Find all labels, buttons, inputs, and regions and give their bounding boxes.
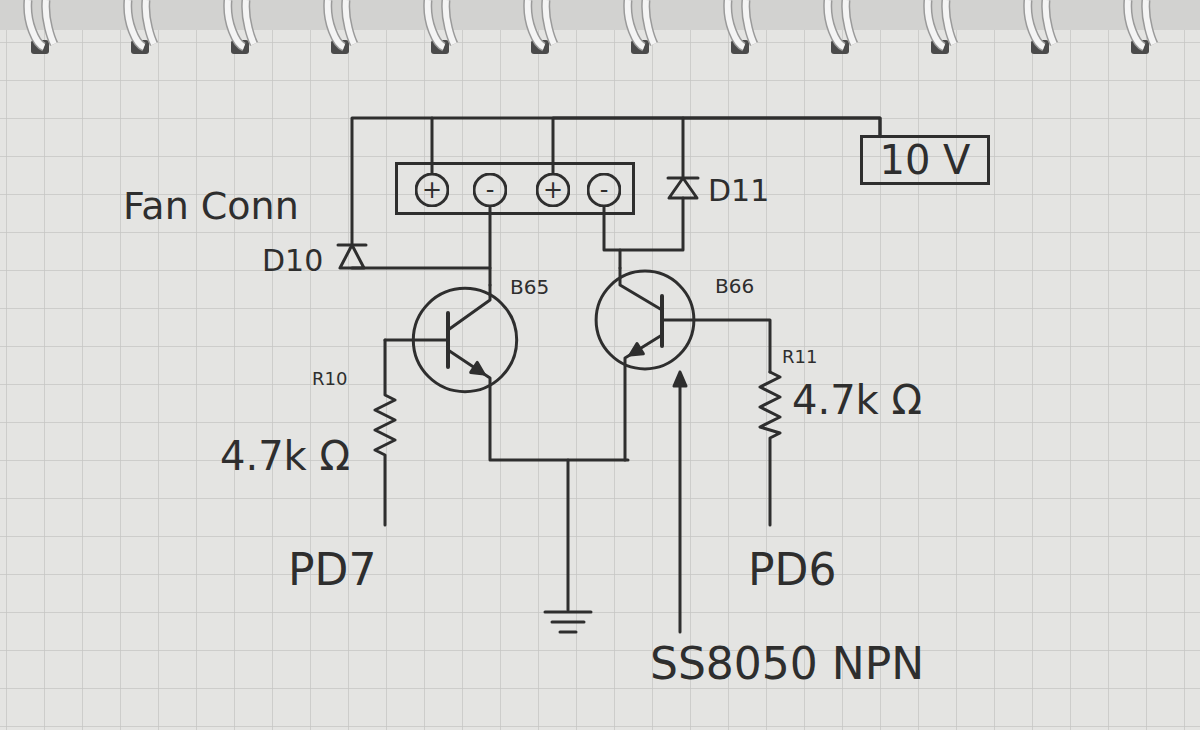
- pin-circle-outline: [537, 174, 569, 206]
- diode-name: D10: [262, 246, 323, 276]
- diode-symbol: [669, 178, 697, 198]
- binding-ring: [428, 0, 454, 54]
- pin-circle: +: [415, 173, 449, 207]
- transistor-circle-outline: [593, 268, 697, 372]
- transistor-emitter: [448, 350, 628, 460]
- pin-circle: -: [473, 173, 507, 207]
- resistor-symbol: [375, 340, 395, 525]
- flyback-wire: [352, 267, 490, 270]
- base-wire: [662, 320, 770, 372]
- emitter-arrow: [630, 344, 643, 356]
- leader-line: [679, 386, 682, 632]
- pin-circle: -: [587, 173, 621, 207]
- resistor-name: R10: [312, 370, 347, 388]
- binding-ring: [628, 0, 654, 54]
- node-heading: B66: [715, 276, 754, 296]
- text-holder: -: [473, 173, 507, 207]
- node-heading: Fan Conn: [123, 187, 299, 225]
- pin-name: PD6: [748, 548, 836, 592]
- resistor-name: R11: [782, 348, 817, 366]
- diode-symbol: [340, 245, 364, 268]
- transistor-circle-outline: [410, 285, 520, 395]
- node-text: -: [600, 178, 609, 202]
- emitter-arrow: [471, 362, 484, 374]
- wire-connector: [604, 207, 620, 268]
- text-holder: +: [536, 173, 570, 207]
- binding-ring: [228, 0, 254, 54]
- binding-ring: [328, 0, 354, 54]
- supply-wire: [682, 118, 685, 178]
- node-text: 10 V: [880, 140, 971, 180]
- text-holder: -: [587, 173, 621, 207]
- transistor-circle-outline: [413, 288, 516, 391]
- binding-ring: [528, 0, 554, 54]
- binding-ring: [1128, 0, 1154, 54]
- supply-box: 10 V: [860, 135, 990, 185]
- pin-circle-outline: [588, 174, 620, 206]
- binding-ring: [828, 0, 854, 54]
- wire-connector: [489, 207, 492, 285]
- pin-circle: +: [536, 173, 570, 207]
- pin-circle-outline: [474, 174, 506, 206]
- node-text: -: [486, 178, 495, 202]
- text-holder: +: [415, 173, 449, 207]
- base-wire: [385, 339, 448, 342]
- ground-symbol: [545, 612, 591, 632]
- leader-arrow: [674, 372, 686, 386]
- resistor-value: 4.7k Ω: [792, 380, 922, 420]
- node-text: +: [422, 178, 442, 202]
- part-number: SS8050 NPN: [650, 642, 924, 686]
- paper-top-shadow: [0, 0, 1200, 30]
- binding-ring: [1028, 0, 1054, 54]
- transistor-circle: B65: [410, 285, 520, 395]
- transistor-circle: B66: [593, 268, 697, 372]
- transistor-circle-outline: [596, 271, 694, 369]
- spiral-binding: [28, 0, 1154, 54]
- pin-circle-outline: [416, 174, 448, 206]
- binding-ring: [128, 0, 154, 54]
- flyback-wire: [620, 198, 683, 250]
- pin-name: PD7: [288, 548, 376, 592]
- connector-box: Fan Conn+-+-: [395, 162, 635, 215]
- ground-wire: [567, 460, 570, 610]
- ink-drawing: [338, 118, 780, 632]
- binding-ring: [728, 0, 754, 54]
- text-holder: 10 V: [863, 138, 987, 182]
- node-text: +: [543, 178, 563, 202]
- transistor-emitter: [625, 335, 662, 460]
- resistor-value: 4.7k Ω: [220, 436, 350, 476]
- binding-ring: [928, 0, 954, 54]
- binding-ring: [28, 0, 54, 54]
- diode-name: D11: [708, 176, 769, 206]
- resistor-symbol: [760, 372, 780, 525]
- node-heading: B65: [510, 277, 549, 297]
